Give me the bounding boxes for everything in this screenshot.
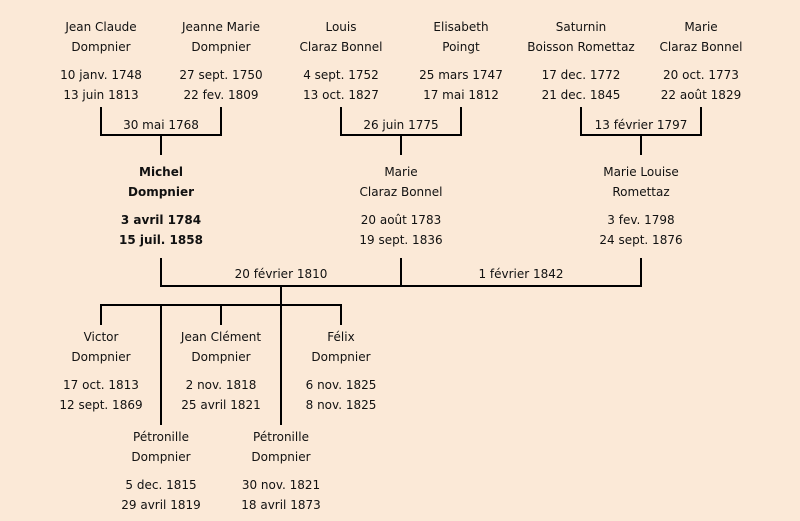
person-first-name: Elisabeth xyxy=(433,20,489,34)
death-date: 25 avril 1821 xyxy=(181,398,261,412)
birth-date: 20 août 1783 xyxy=(360,213,442,227)
death-date: 12 sept. 1869 xyxy=(59,398,143,412)
person-first-name: Jeanne Marie xyxy=(181,20,261,34)
person-last-name: Poingt xyxy=(442,40,480,54)
person-first-name: Pétronille xyxy=(133,430,189,444)
spacer xyxy=(566,202,716,210)
death-date: 22 août 1829 xyxy=(660,88,742,102)
person-last-name: Claraz Bonnel xyxy=(359,185,443,199)
death-date: 13 juin 1813 xyxy=(63,88,139,102)
birth-date: 10 janv. 1748 xyxy=(60,68,142,82)
birth-date: 17 dec. 1772 xyxy=(541,68,621,82)
person-first-name: Jean Clément xyxy=(180,330,262,344)
birth-date: 4 sept. 1752 xyxy=(303,68,379,82)
connector-line xyxy=(340,107,462,155)
death-date: 17 mai 1812 xyxy=(423,88,499,102)
person-last-name: Dompnier xyxy=(311,350,371,364)
birth-date: 27 sept. 1750 xyxy=(179,68,263,82)
person-first-name: Marie xyxy=(384,165,418,179)
spacer xyxy=(626,57,776,65)
spacer xyxy=(86,202,236,210)
person-last-name: Boisson Romettaz xyxy=(527,40,635,54)
person-first-name: Victor xyxy=(83,330,119,344)
person-last-name: Claraz Bonnel xyxy=(659,40,743,54)
connector-line xyxy=(100,107,222,155)
marriage-date: 13 février 1797 xyxy=(594,118,688,132)
person-last-name: Dompnier xyxy=(251,450,311,464)
person-last-name: Dompnier xyxy=(131,450,191,464)
birth-date: 20 oct. 1773 xyxy=(663,68,739,82)
person-last-name: Romettaz xyxy=(612,185,670,199)
person-last-name: Dompnier xyxy=(71,40,131,54)
person-last-name: Claraz Bonnel xyxy=(299,40,383,54)
person-first-name: Félix xyxy=(327,330,355,344)
spacer xyxy=(326,202,476,210)
birth-date: 17 oct. 1813 xyxy=(63,378,139,392)
birth-date: 3 avril 1784 xyxy=(120,213,202,227)
connector-line xyxy=(100,304,342,425)
connector-line xyxy=(580,107,702,155)
marriage-date: 30 mai 1768 xyxy=(123,118,199,132)
person-first-name: Jean Claude xyxy=(65,20,137,34)
death-date: 19 sept. 1836 xyxy=(359,233,443,247)
birth-date: 25 mars 1747 xyxy=(419,68,503,82)
death-date: 8 nov. 1825 xyxy=(305,398,377,412)
death-date: 13 oct. 1827 xyxy=(303,88,379,102)
birth-date: 3 fev. 1798 xyxy=(607,213,675,227)
connector-line xyxy=(160,258,642,305)
person-last-name: Dompnier xyxy=(191,40,251,54)
birth-date: 5 dec. 1815 xyxy=(125,478,197,492)
birth-date: 6 nov. 1825 xyxy=(305,378,377,392)
death-date: 15 juil. 1858 xyxy=(119,233,203,247)
birth-date: 30 nov. 1821 xyxy=(241,478,321,492)
death-date: 29 avril 1819 xyxy=(121,498,201,512)
person-first-name: Pétronille xyxy=(253,430,309,444)
death-date: 22 fev. 1809 xyxy=(183,88,259,102)
person-first-name: Marie xyxy=(684,20,718,34)
person-first-name: Louis xyxy=(325,20,357,34)
marriage-date: 20 février 1810 xyxy=(234,267,328,281)
person-first-name: Marie Louise xyxy=(603,165,679,179)
death-date: 18 avril 1873 xyxy=(241,498,321,512)
birth-date: 2 nov. 1818 xyxy=(185,378,257,392)
death-date: 21 dec. 1845 xyxy=(541,88,621,102)
person-last-name: Dompnier xyxy=(71,350,131,364)
marriage-date: 26 juin 1775 xyxy=(363,118,439,132)
marriage-date: 1 février 1842 xyxy=(478,267,564,281)
person-last-name: Dompnier xyxy=(127,185,194,199)
spacer xyxy=(206,467,356,475)
person-first-name: Saturnin xyxy=(555,20,607,34)
person-last-name: Dompnier xyxy=(191,350,251,364)
spacer xyxy=(266,367,416,375)
person-first-name: Michel xyxy=(139,165,183,179)
death-date: 24 sept. 1876 xyxy=(599,233,683,247)
